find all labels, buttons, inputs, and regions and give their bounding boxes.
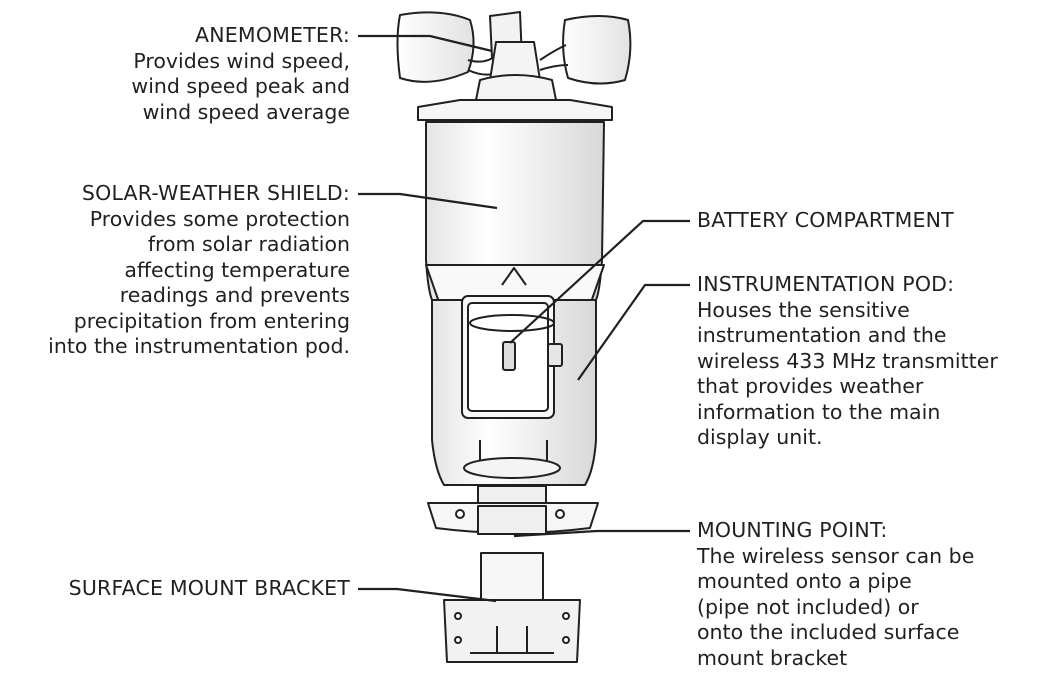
bracket-label: SURFACE MOUNT BRACKET — [69, 576, 350, 602]
leader-lines — [358, 34, 690, 603]
mounting-point-title: MOUNTING POINT: — [697, 518, 888, 542]
anemometer-label: ANEMOMETER: Provides wind speed, wind sp… — [131, 23, 350, 125]
mounting-point-desc-5: mount bracket — [697, 645, 848, 670]
instrumentation-pod-desc-6: display unit. — [697, 425, 823, 449]
instrumentation-pod-desc-3: wireless 433 MHz transmitter — [697, 348, 998, 373]
instrumentation-pod-desc-1: Houses the sensitive — [697, 297, 910, 322]
surface-mount-bracket-illustration — [443, 552, 581, 663]
solar-shield-desc-2: from solar radiation — [147, 232, 350, 256]
solar-shield-title: SOLAR-WEATHER SHIELD: — [81, 181, 350, 205]
solar-shield-desc-4: readings and prevents — [119, 283, 350, 307]
bracket-title: SURFACE MOUNT BRACKET — [68, 576, 350, 600]
mounting-point-label: MOUNTING POINT: The wireless sensor can … — [697, 518, 974, 671]
mounting-point-desc-4: onto the included surface — [697, 620, 960, 644]
instrumentation-pod-desc-5: information to the main — [697, 399, 941, 424]
anemometer-desc-1: Provides wind speed, — [133, 48, 350, 73]
leader-solar-shield — [358, 192, 498, 210]
leader-instrumentation-pod — [577, 283, 690, 381]
anemometer-desc-2: wind speed peak and — [131, 74, 350, 98]
instrumentation-pod-desc-4: that provides weather — [697, 374, 924, 398]
anemometer-illustration — [396, 11, 632, 101]
instrumentation-pod-illustration — [431, 295, 597, 486]
leader-mounting-point — [513, 529, 690, 538]
solar-shield-desc-6: into the instrumentation pod. — [48, 334, 350, 358]
solar-shield-desc-1: Provides some protection — [89, 206, 350, 231]
mounting-point-desc-2: mounted onto a pipe — [697, 569, 912, 593]
instrumentation-pod-label: INSTRUMENTATION POD: Houses the sensitiv… — [697, 272, 998, 451]
instrumentation-pod-desc-2: instrumentation and the — [697, 323, 947, 347]
anemometer-desc-3: wind speed average — [142, 99, 350, 124]
instrumentation-pod-title: INSTRUMENTATION POD: — [697, 272, 955, 296]
mounting-point-illustration — [427, 485, 599, 535]
leader-bracket — [358, 587, 497, 603]
solar-shield-desc-3: affecting temperature — [124, 257, 350, 282]
solar-shield-desc-5: precipitation from entering — [73, 308, 350, 333]
solar-shield-illustration — [417, 99, 613, 306]
solar-shield-label: SOLAR-WEATHER SHIELD: Provides some prot… — [48, 181, 350, 360]
leader-battery — [509, 219, 690, 344]
mounting-point-desc-3: (pipe not included) or — [697, 594, 919, 619]
leader-anemometer — [358, 34, 493, 53]
battery-label: BATTERY COMPARTMENT — [697, 208, 954, 234]
battery-title: BATTERY COMPARTMENT — [697, 208, 954, 232]
anemometer-title: ANEMOMETER: — [195, 23, 350, 47]
mounting-point-desc-1: The wireless sensor can be — [697, 543, 975, 568]
